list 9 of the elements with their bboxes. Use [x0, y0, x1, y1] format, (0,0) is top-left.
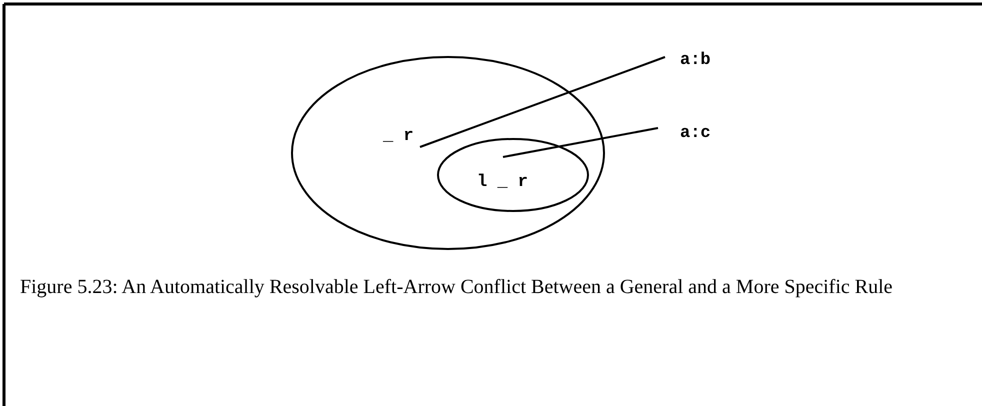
- rule-label: l _ r: [477, 174, 528, 191]
- leader-line: [420, 56, 666, 148]
- rule-label: _ r: [383, 128, 414, 145]
- ellipse-region: [291, 56, 605, 250]
- ellipse-region: [437, 138, 589, 212]
- rule-label: a:b: [680, 52, 711, 69]
- leader-line: [502, 127, 658, 158]
- figure-caption: Figure 5.23: An Automatically Resolvable Left-Arrow Conflict Between a General and a More Specific Rule: [20, 275, 894, 300]
- rule-label: a:c: [680, 125, 711, 142]
